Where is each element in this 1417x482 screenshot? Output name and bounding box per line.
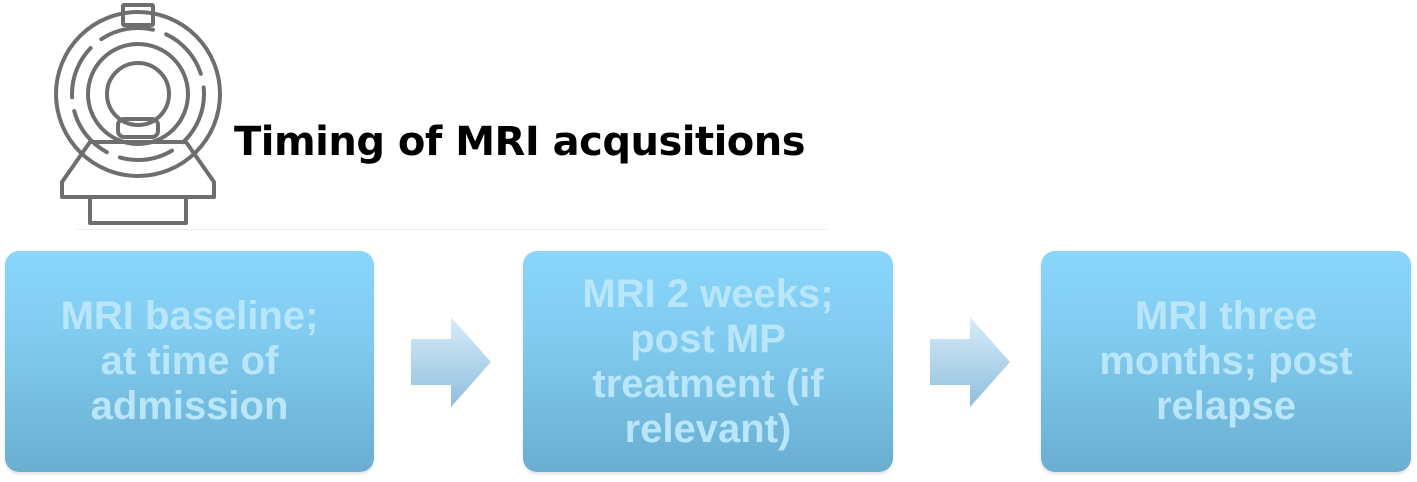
step-label-two-weeks: MRI 2 weeks; post MP treatment (if relev… <box>582 271 834 451</box>
page-title: Timing of MRI acqusitions <box>234 119 806 165</box>
step-label-three-months: MRI three months; post relapse <box>1099 294 1353 428</box>
step-label-baseline: MRI baseline; at time of admission <box>60 294 319 428</box>
right-arrow-icon <box>930 317 1010 407</box>
step-box-three-months: MRI three months; post relapse <box>1041 251 1411 472</box>
step-box-two-weeks: MRI 2 weeks; post MP treatment (if relev… <box>523 251 893 472</box>
step-box-baseline: MRI baseline; at time of admission <box>5 251 374 472</box>
title-divider <box>78 229 826 230</box>
mri-scanner-icon <box>54 3 222 225</box>
right-arrow-icon <box>411 317 491 407</box>
